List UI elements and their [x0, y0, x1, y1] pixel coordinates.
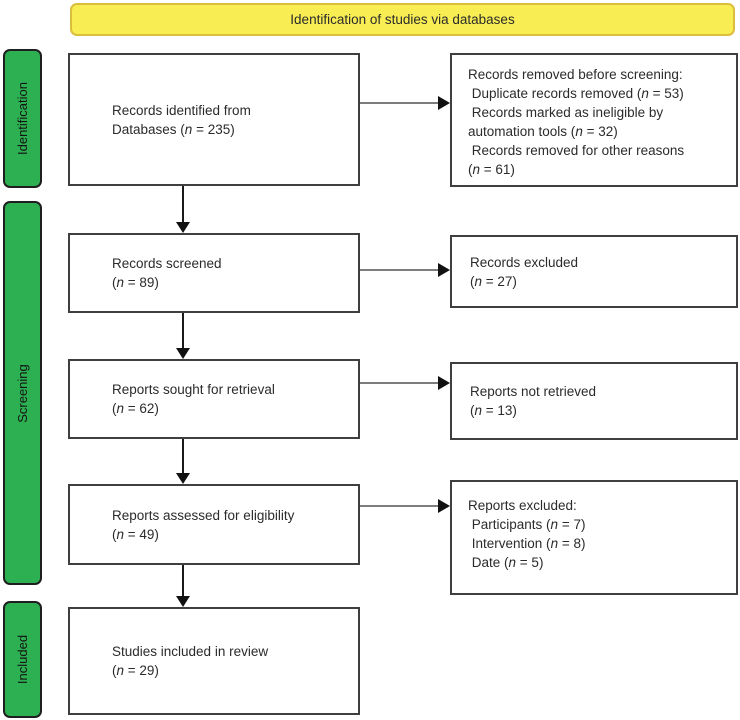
- arrow-head-screened-to-sought: [176, 348, 190, 359]
- box-reports-assessed-text: Reports assessed for eligibility (n = 49…: [112, 507, 295, 542]
- stage-label-identification: Identification: [15, 82, 30, 155]
- box-reports-excluded: Reports excluded: Participants (n = 7) I…: [450, 480, 738, 595]
- arrow-head-identified-to-screened: [176, 222, 190, 233]
- stage-bar-included: Included: [3, 601, 42, 718]
- box-records-removed-text: Records removed before screening: Duplic…: [468, 67, 685, 177]
- box-reports-not-retrieved: Reports not retrieved (n = 13): [450, 362, 738, 440]
- box-records-identified-text: Records identified from Databases (n = 2…: [112, 102, 251, 137]
- box-reports-assessed: Reports assessed for eligibility (n = 49…: [68, 484, 360, 565]
- box-records-removed-before-screening: Records removed before screening: Duplic…: [450, 53, 738, 187]
- arrow-head-identified-to-removed: [438, 96, 450, 110]
- box-records-screened: Records screened (n = 89): [68, 233, 360, 313]
- banner-title: Identification of studies via databases: [290, 12, 515, 27]
- arrow-line-identified-to-screened: [182, 186, 184, 222]
- arrow-head-assessed-to-included: [176, 596, 190, 607]
- arrow-head-assessed-to-excluded: [438, 499, 450, 513]
- arrow-line-identified-to-removed: [360, 102, 438, 104]
- box-reports-sought-text: Reports sought for retrieval (n = 62): [112, 382, 275, 416]
- box-studies-included-text: Studies included in review (n = 29): [112, 644, 269, 678]
- banner-identification-via-databases: Identification of studies via databases: [70, 3, 735, 36]
- arrow-line-sought-to-not-retrieved: [360, 382, 438, 384]
- box-records-excluded: Records excluded (n = 27): [450, 235, 738, 308]
- box-records-identified: Records identified from Databases (n = 2…: [68, 53, 360, 186]
- arrow-head-screened-to-excluded: [438, 263, 450, 277]
- stage-bar-screening: Screening: [3, 201, 42, 585]
- arrow-line-screened-to-excluded: [360, 269, 438, 271]
- box-records-excluded-text: Records excluded (n = 27): [470, 254, 579, 289]
- arrow-head-sought-to-assessed: [176, 473, 190, 484]
- arrow-line-screened-to-sought: [182, 313, 184, 348]
- box-studies-included: Studies included in review (n = 29): [68, 607, 360, 715]
- box-reports-excluded-text: Reports excluded: Participants (n = 7) I…: [468, 498, 586, 570]
- arrow-line-assessed-to-included: [182, 565, 184, 596]
- box-records-screened-text: Records screened (n = 89): [112, 256, 222, 290]
- stage-label-included: Included: [15, 634, 30, 685]
- stage-label-screening: Screening: [15, 363, 31, 423]
- box-reports-not-retrieved-text: Reports not retrieved (n = 13): [470, 384, 597, 418]
- arrow-line-sought-to-assessed: [182, 439, 184, 473]
- stage-bar-identification: Identification: [3, 49, 42, 188]
- box-reports-sought: Reports sought for retrieval (n = 62): [68, 359, 360, 439]
- arrow-line-assessed-to-excluded: [360, 505, 438, 507]
- arrow-head-sought-to-not-retrieved: [438, 376, 450, 390]
